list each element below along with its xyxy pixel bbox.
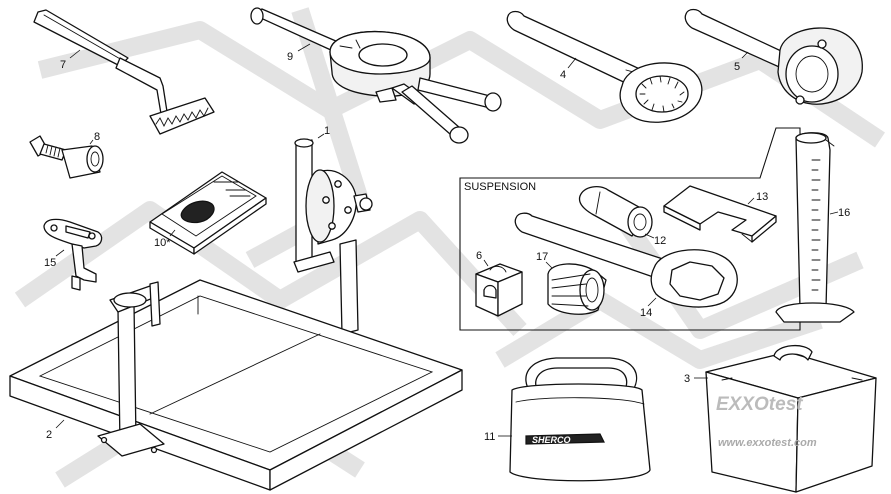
tool-1-engine-stand: 1 bbox=[293, 125, 373, 335]
tool-12-seal-driver: 12 bbox=[578, 185, 666, 247]
holder-plate-icon bbox=[43, 218, 103, 291]
fork-cap-wrench-icon bbox=[514, 212, 738, 308]
callout-8: 8 bbox=[94, 131, 100, 143]
callout-7: 7 bbox=[60, 59, 66, 71]
callout-12: 12 bbox=[654, 235, 666, 247]
bag-brand-label: SHERCO bbox=[532, 435, 571, 445]
callout-5: 5 bbox=[734, 61, 740, 73]
spanner-wrench-icon bbox=[506, 10, 703, 123]
callout-10: 10* bbox=[154, 237, 171, 249]
case-brand-label: EXXOtest bbox=[716, 394, 803, 415]
callout-14: 14 bbox=[640, 307, 652, 319]
engine-stand-icon bbox=[293, 138, 373, 335]
tool-case-icon bbox=[705, 345, 877, 493]
fork-spacer-plate-icon bbox=[663, 185, 777, 243]
seal-bushing-icon bbox=[547, 263, 607, 315]
work-stand-icon bbox=[9, 279, 463, 491]
suspension-panel-title: SUSPENSION bbox=[464, 181, 536, 193]
callout-17: 17 bbox=[536, 251, 548, 263]
tool-5-flywheel-wrench: 5 bbox=[684, 8, 863, 105]
bent-file-tool-icon bbox=[33, 9, 215, 135]
tool-7-bent-file: 7 bbox=[33, 9, 215, 135]
tool-11-tool-bag: SHERCO 11 bbox=[484, 357, 651, 482]
callout-6: 6 bbox=[476, 250, 482, 262]
callout-2: 2 bbox=[46, 429, 52, 441]
tool-14-fork-cap-wrench: 14 bbox=[514, 212, 738, 319]
manual-book-icon bbox=[149, 171, 267, 255]
callout-11: 11 bbox=[484, 431, 495, 443]
callout-13: 13 bbox=[756, 191, 768, 203]
measuring-cylinder-icon bbox=[775, 132, 855, 323]
callout-9: 9 bbox=[287, 51, 293, 63]
tool-2-work-stand: 2 bbox=[9, 279, 463, 491]
callout-16: 16 bbox=[838, 207, 850, 219]
tool-3-tool-case: EXXOtest www.exxotest.com 3 bbox=[684, 345, 877, 493]
tool-15-holder-plate: 15 bbox=[43, 218, 103, 291]
flywheel-puller-icon bbox=[29, 135, 104, 179]
flywheel-wrench-icon bbox=[684, 8, 863, 105]
callout-3: 3 bbox=[684, 373, 690, 385]
tool-9-bearing-puller: 9 bbox=[250, 7, 502, 144]
suspension-panel: SUSPENSION bbox=[459, 127, 801, 331]
tool-13-fork-spacer-plate: 13 bbox=[663, 185, 777, 243]
seal-driver-icon bbox=[578, 185, 653, 238]
callout-15: 15 bbox=[44, 257, 56, 269]
tool-8-flywheel-puller: 8 bbox=[29, 131, 104, 179]
tool-4-spanner-wrench: 4 bbox=[506, 10, 703, 123]
tool-bag-icon bbox=[509, 357, 651, 482]
tool-17-seal-bushing: 17 bbox=[536, 251, 607, 315]
callout-4: 4 bbox=[560, 69, 566, 81]
case-url-label: www.exxotest.com bbox=[718, 437, 817, 449]
bearing-puller-icon bbox=[250, 7, 502, 144]
callout-1: 1 bbox=[324, 125, 330, 137]
tool-10-manual-book: 10* bbox=[149, 171, 267, 255]
tool-6-clamp-block: 6 bbox=[475, 250, 523, 317]
clamp-block-icon bbox=[475, 263, 523, 317]
tool-16-measuring-cylinder: 16 bbox=[775, 132, 855, 323]
